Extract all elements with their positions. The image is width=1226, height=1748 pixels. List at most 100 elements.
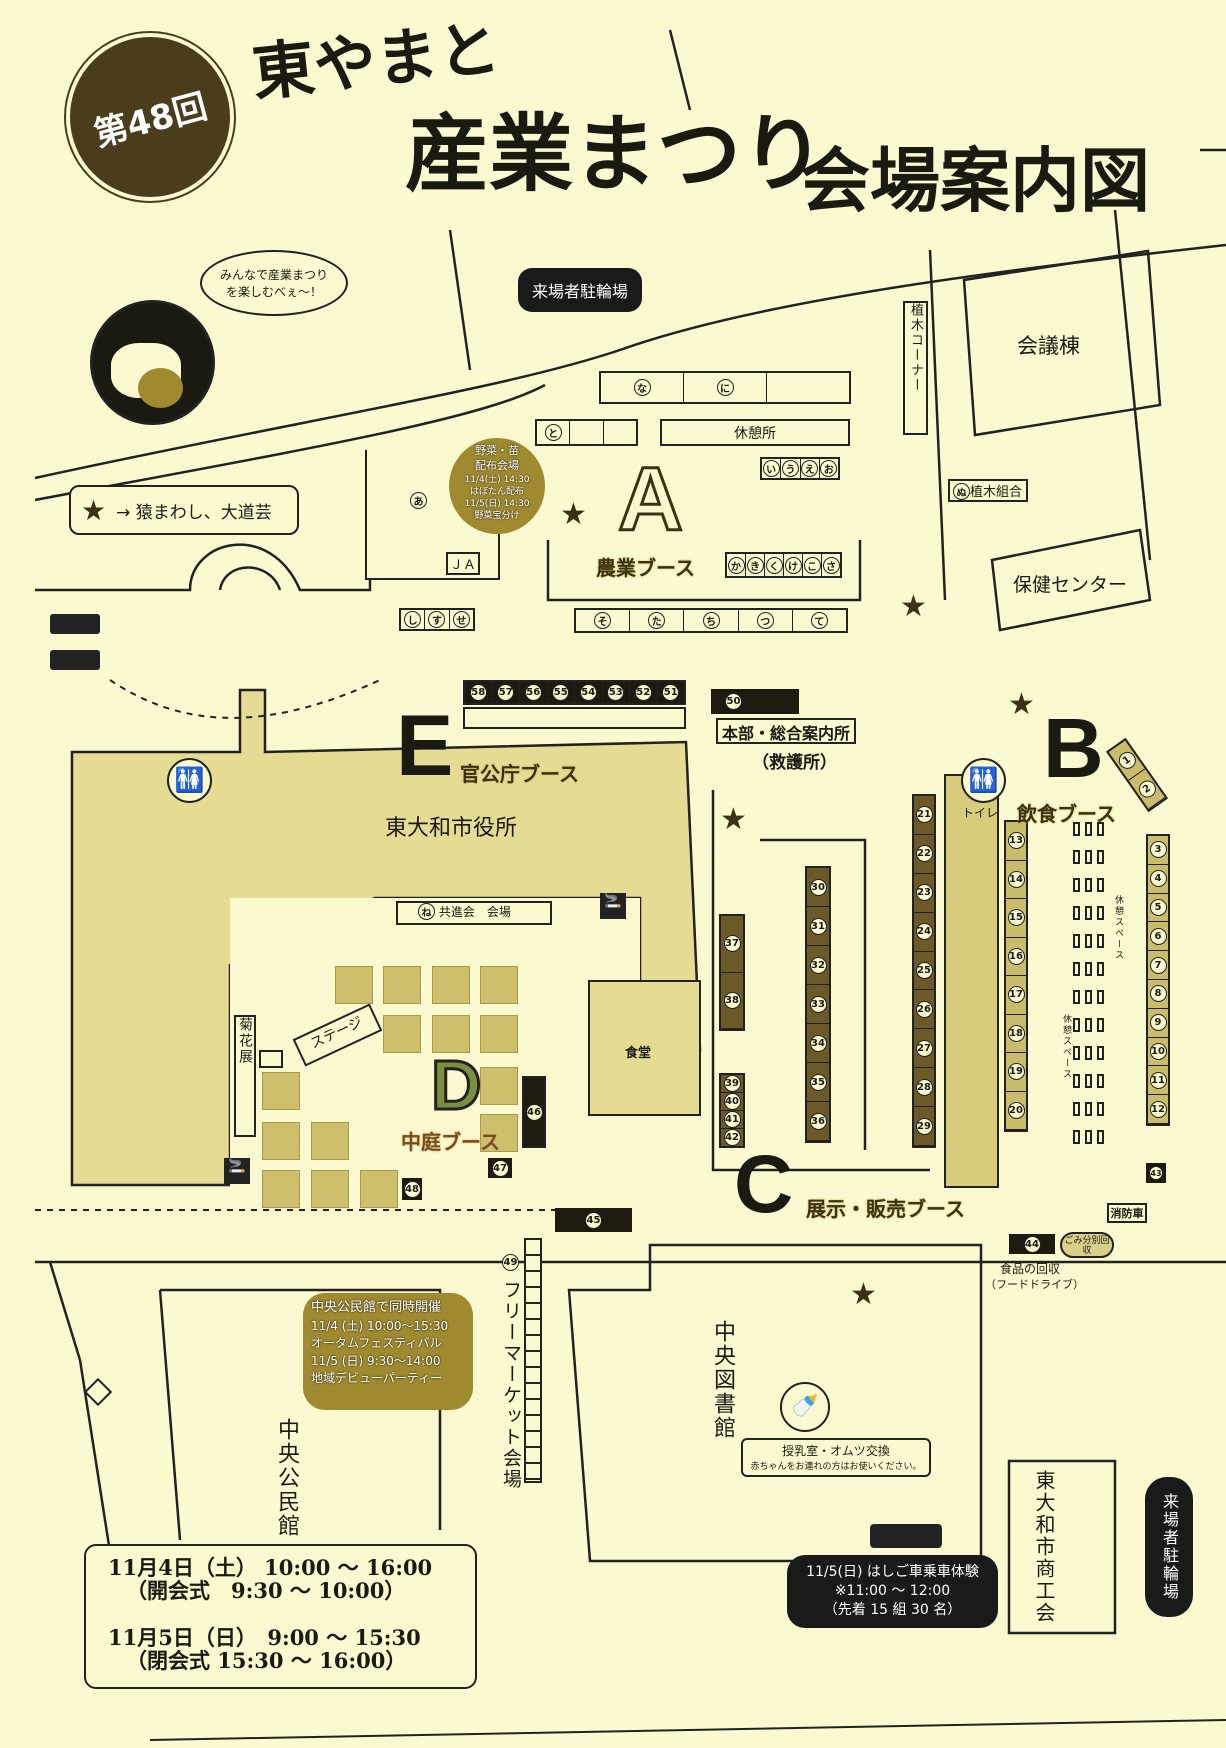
booth-tent (432, 966, 470, 1004)
booth-number: と (544, 424, 562, 441)
round-text: 第48回 (90, 86, 212, 155)
speech-bubble: みんなで産業まつり を楽しむべぇ〜！ (200, 250, 348, 316)
ja-booth: ＪＡ (446, 552, 480, 575)
booth-number: 25 (915, 962, 933, 979)
first-aid-label: （救護所） (752, 753, 837, 773)
booth-blank (767, 373, 849, 402)
booth-ち: ち (684, 610, 739, 631)
booth-number: 44 (1023, 1235, 1041, 1253)
speech-text: みんなで産業まつり (219, 268, 328, 282)
booth-26: 26 (914, 990, 934, 1030)
rest-table (1073, 1130, 1080, 1144)
road (668, 29, 1226, 561)
booth-け: け (784, 554, 803, 576)
booth-36: 36 (807, 1102, 829, 1141)
booth-た: た (630, 610, 685, 631)
booth-か: か (727, 554, 746, 576)
booth-number: ち (702, 612, 720, 629)
booth-number: 41 (723, 1111, 741, 1128)
booth-number: 28 (915, 1078, 933, 1096)
rest-table (1085, 822, 1092, 836)
nursing-room: 授乳室・オムツ交換 赤ちゃんをお連れの方はお使いください。 (741, 1438, 931, 1477)
booth-14: 14 (1006, 861, 1026, 899)
zone-e-letter: E (396, 698, 454, 794)
bicycle-parking-top: 来場者駐輪場 (518, 268, 642, 312)
booth-tent (480, 966, 518, 1004)
booth-5: 5 (1148, 894, 1168, 923)
booth-number: て (810, 612, 828, 629)
event-title: 中央公民館で同時開催 (311, 1300, 442, 1315)
booth-number: け (784, 556, 802, 574)
booth-number: 36 (809, 1112, 827, 1130)
schedule-box: 11月4日（土） 10:00 〜 16:00 （開会式 9:30 〜 10:00… (84, 1544, 477, 1689)
booth-number: に (716, 379, 734, 396)
booth-tent (480, 1015, 518, 1053)
booth-number: 34 (809, 1034, 827, 1052)
booth-34: 34 (807, 1024, 829, 1063)
booth-number: し (404, 611, 422, 628)
booth-number: 31 (809, 917, 827, 935)
booth-33: 33 (807, 985, 829, 1024)
food-drive-label: 食品の回収 (1000, 1262, 1061, 1276)
ladder-line: ※11:00 〜 12:00 (834, 1583, 951, 1600)
walkway-dashed (109, 679, 381, 719)
booth-46: 46 (522, 1076, 546, 1148)
booth-44: 44 (1009, 1234, 1055, 1254)
booth-number: 13 (1007, 832, 1025, 850)
booth-number: 7 (1149, 956, 1167, 974)
booth-number: 32 (809, 956, 827, 974)
booth-23: 23 (914, 874, 934, 913)
booth-15: 15 (1006, 899, 1026, 938)
booth-tent (432, 1015, 470, 1053)
booth-3: 3 (1148, 836, 1168, 865)
booth-tent (311, 1170, 349, 1208)
booth-number: 18 (1007, 1024, 1025, 1042)
rest-table (1097, 1102, 1104, 1116)
zone-c-name: 展示・販売ブース (806, 1197, 965, 1221)
rest-table (1073, 1018, 1080, 1032)
booth-56: 56 (520, 682, 548, 703)
garbage-sorting: ごみ分別回収 (1060, 1232, 1114, 1258)
ladder-line: 11/5(日) はしご車乗車体験 (806, 1564, 979, 1581)
flea-market-stalls (524, 1238, 542, 1483)
rest-table (1085, 962, 1092, 976)
booth-number: 57 (497, 684, 515, 701)
booth-number: 27 (915, 1039, 933, 1057)
booth-blank (604, 421, 636, 444)
booth-number: さ (822, 556, 840, 574)
booth-number: う (781, 460, 799, 477)
booth-53: 53 (603, 682, 630, 703)
booth-tent (480, 1067, 518, 1105)
booth-number: 19 (1007, 1063, 1025, 1081)
rest-table (1097, 822, 1104, 836)
rest-table (1097, 1130, 1104, 1144)
booth-22: 22 (914, 835, 934, 874)
city-hall-label: 東大和市役所 (385, 816, 518, 841)
booth-21: 21 (914, 796, 934, 835)
booth-tent (311, 1122, 349, 1160)
bus-icon (50, 614, 100, 634)
veg-desc: はぼたん配布 (469, 486, 524, 497)
booth-row-nani: なに (599, 371, 851, 404)
kyoshinkai-label: 共進会 会場 (438, 905, 511, 919)
rest-table (1097, 1018, 1104, 1032)
ueki-corner: 植木コーナー (903, 301, 928, 435)
zone-b-letter: B (1043, 701, 1104, 795)
booth-tent (335, 966, 373, 1004)
rest-space-label: 休憩スペース (1113, 895, 1123, 961)
schedule-day1-ceremony: （開会式 9:30 〜 10:00） (126, 1578, 406, 1604)
booth-つ: つ (739, 610, 793, 631)
rest-table (1085, 934, 1092, 948)
booth-number: 14 (1007, 870, 1025, 888)
booth-number: く (765, 556, 783, 574)
ladder-line: （先着 15 組 30 名） (823, 1601, 962, 1618)
rest-table (1073, 1046, 1080, 1060)
kyoshinkai-mark: ね (418, 903, 435, 920)
booth-57: 57 (493, 682, 520, 703)
library-building (567, 1243, 983, 1563)
booth-number: つ (756, 612, 774, 629)
booth-number: 16 (1007, 947, 1025, 965)
